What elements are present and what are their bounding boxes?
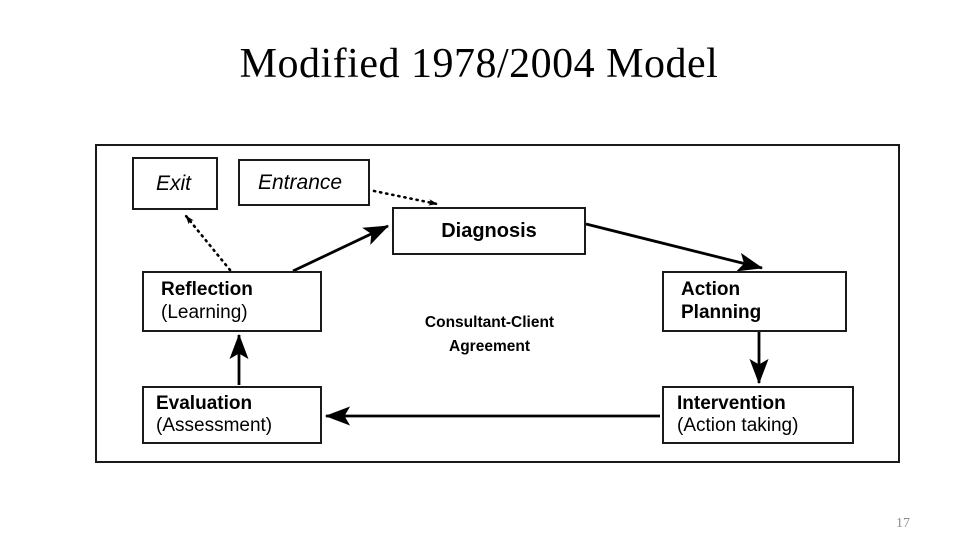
node-reflection-subtitle: (Learning) [161,301,248,323]
node-intervention-title: Intervention [677,392,786,414]
node-diagnosis[interactable]: Diagnosis [392,207,586,255]
node-intervention[interactable]: Intervention (Action taking) [662,386,854,444]
connector-diagnosis-to-action-planning [585,222,764,272]
node-action-planning[interactable]: Action Planning [662,271,847,332]
node-action-planning-title-second: Planning [681,301,762,323]
page-title: Modified 1978/2004 Model [239,41,719,87]
node-exit[interactable]: Exit [132,157,218,210]
node-evaluation[interactable]: Evaluation (Assessment) [142,386,322,444]
node-entrance-label: Entrance [258,170,343,194]
center-label-line-1: Consultant-Client [424,314,555,331]
node-intervention-subtitle: (Action taking) [677,415,799,436]
page-number: 17 [896,516,910,531]
node-entrance[interactable]: Entrance [238,159,370,206]
node-reflection[interactable]: Reflection (Learning) [142,271,322,332]
connector-reflection-to-exit [184,214,232,272]
node-exit-label: Exit [156,171,192,195]
center-label-line-2: Agreement [449,338,530,356]
connector-entrance-to-diagnosis [372,189,439,206]
node-diagnosis-label: Diagnosis [441,219,537,242]
node-reflection-title: Reflection [161,279,253,301]
connector-reflection-to-diagnosis [292,224,390,273]
consultant-client-agreement-label: Consultant-Client Agreement [382,311,597,359]
node-action-planning-title: Action [681,279,741,301]
node-evaluation-subtitle: (Assessment) [156,415,273,436]
node-evaluation-title: Evaluation [156,392,253,414]
model-diagram-frame: Exit Entrance Diagnosis Reflection (Lear… [95,144,900,463]
